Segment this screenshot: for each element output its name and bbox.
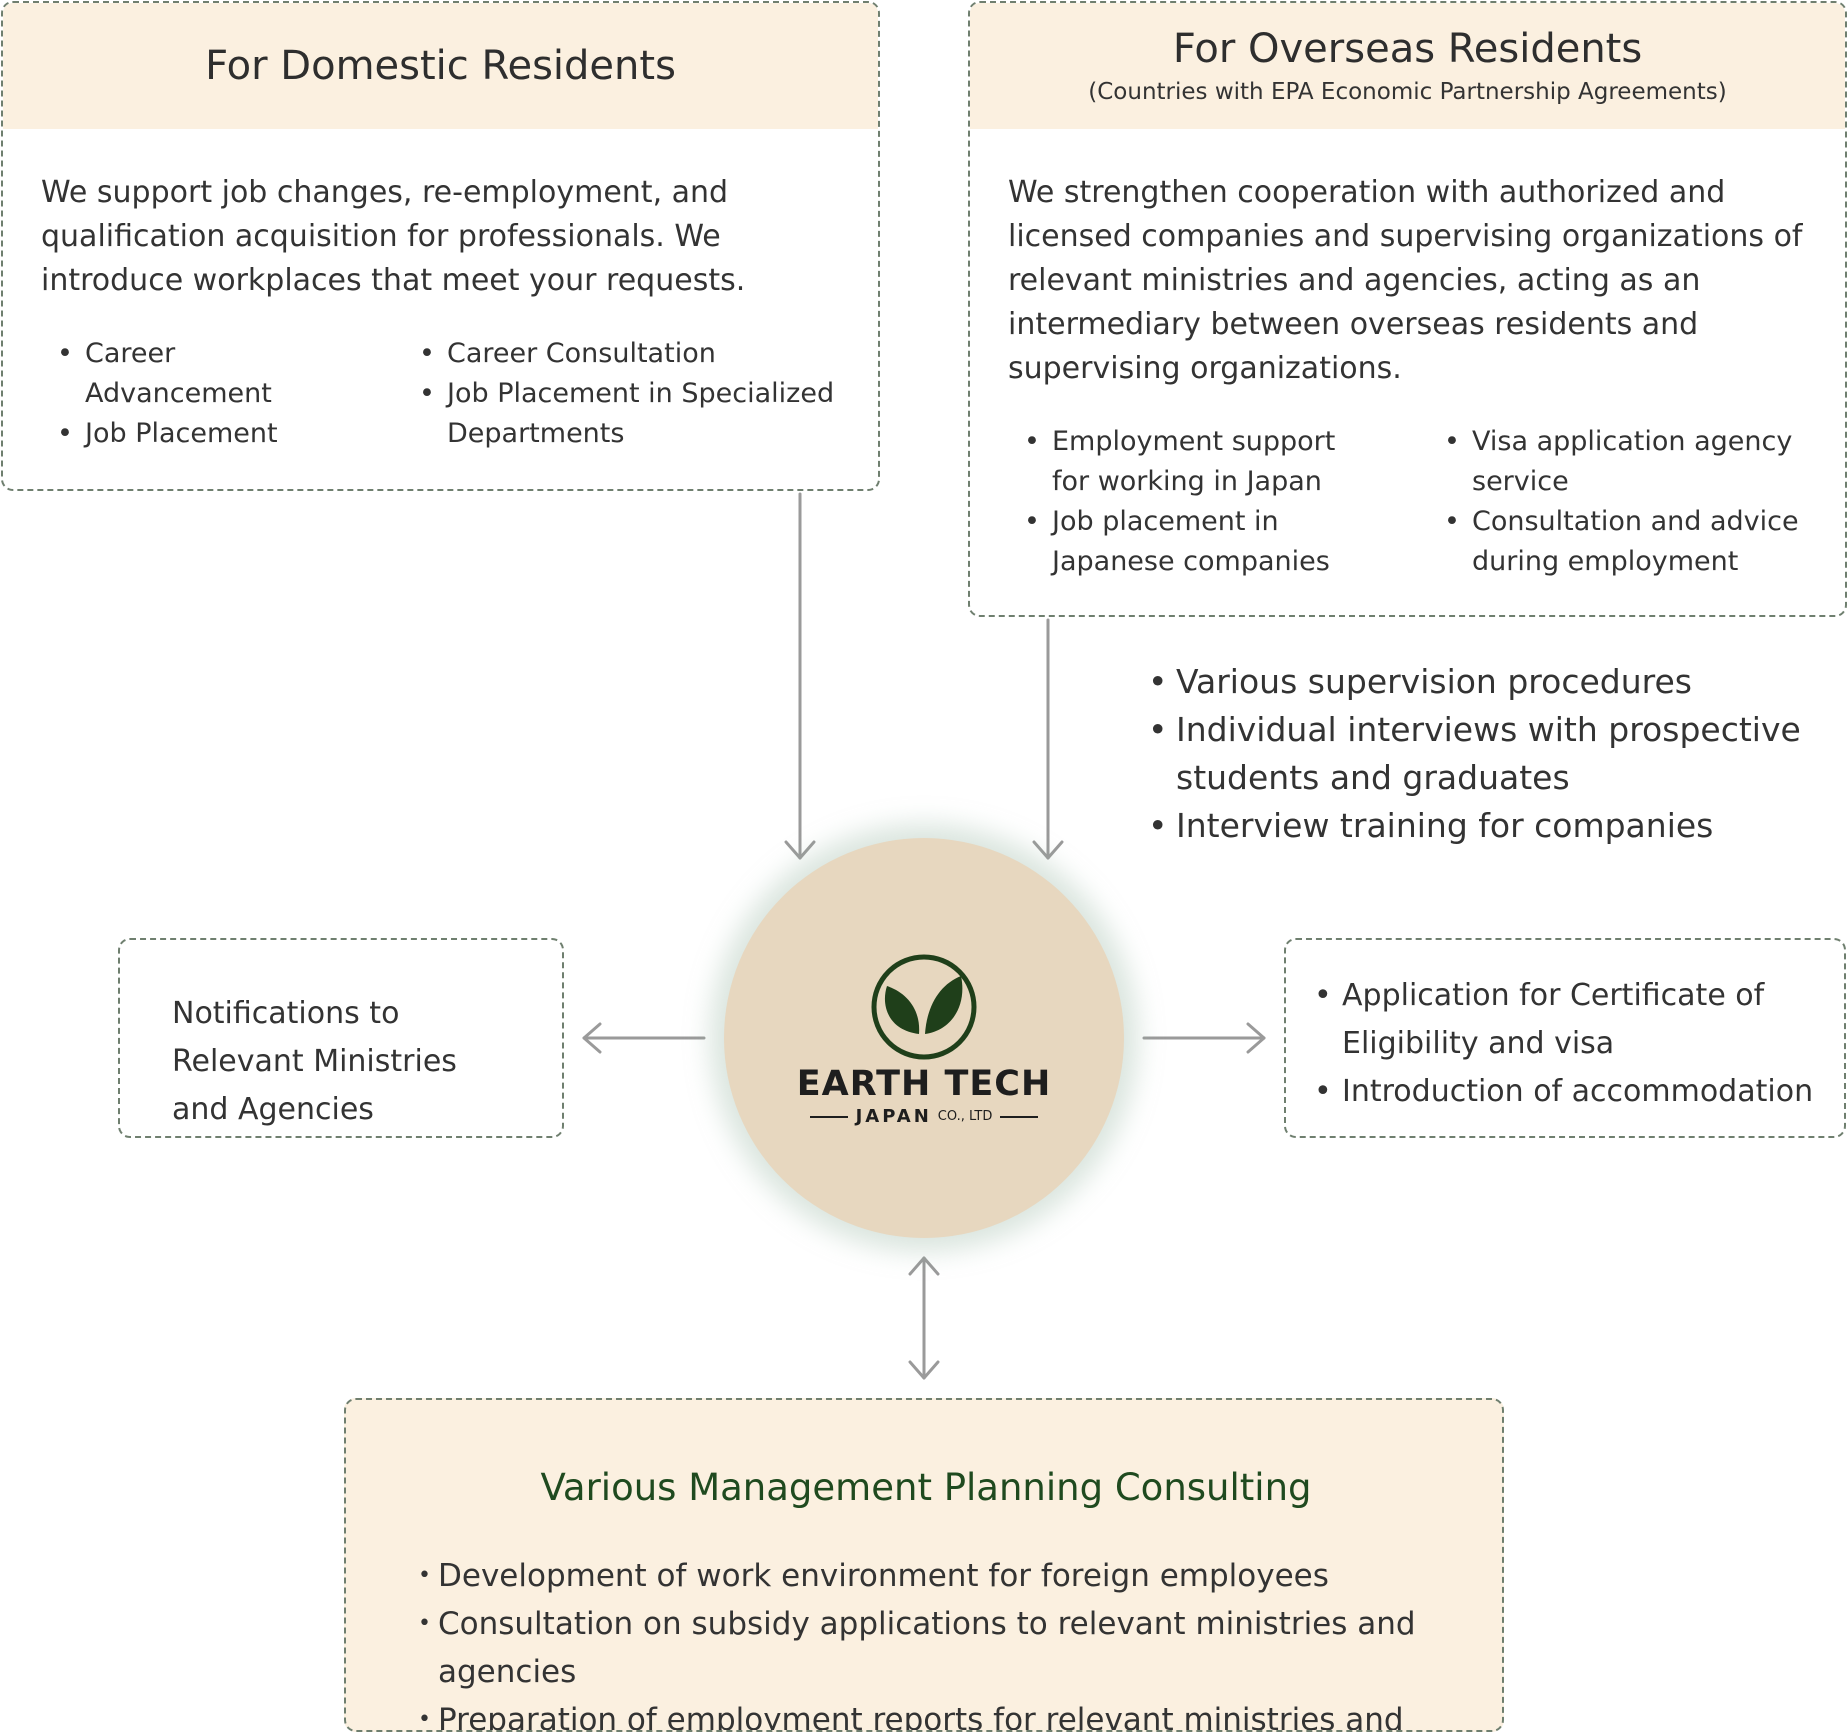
logo-rule-left xyxy=(809,1115,848,1118)
arrow-center-to-visa xyxy=(1142,1022,1266,1054)
supervision-list: Various supervision procedures Individua… xyxy=(1146,658,1826,850)
list-item: Visa application agency service xyxy=(1430,422,1810,502)
list-item: Job Placement xyxy=(43,414,363,454)
management-box: Various Management Planning Consulting D… xyxy=(344,1398,1504,1732)
overseas-residents-box: For Overseas Residents (Countries with E… xyxy=(968,1,1847,617)
list-item: Introduction of accommodation xyxy=(1312,1068,1842,1116)
list-item: Consultation on subsidy applications to … xyxy=(416,1600,1496,1696)
notifications-text: Notifications to Relevant Ministries and… xyxy=(172,996,457,1127)
management-list: Development of work environment for fore… xyxy=(416,1552,1496,1730)
overseas-list-right: Visa application agency service Consulta… xyxy=(1430,422,1810,582)
leaf-icon xyxy=(871,954,977,1060)
logo-rule-right xyxy=(1000,1115,1039,1118)
list-item: Job Placement in Specialized Departments xyxy=(405,374,845,454)
management-title: Various Management Planning Consulting xyxy=(540,1466,1312,1509)
list-item: Interview training for companies xyxy=(1146,802,1826,850)
arrow-center-management-bidirectional xyxy=(908,1256,940,1380)
logo-co-ltd: CO., LTD xyxy=(937,1109,993,1124)
logo-text: EARTH TECH JAPAN CO., LTD xyxy=(724,1064,1124,1127)
logo-subline: JAPAN CO., LTD xyxy=(724,1106,1124,1127)
domestic-list-left: Career Advancement Job Placement xyxy=(43,334,363,454)
list-item: Job placement in Japanese companies xyxy=(1010,502,1380,582)
overseas-subtitle: (Countries with EPA Economic Partnership… xyxy=(1088,79,1727,105)
notifications-box: Notifications to Relevant Ministries and… xyxy=(118,938,564,1138)
arrow-center-to-notifications xyxy=(582,1022,706,1054)
domestic-title: For Domestic Residents xyxy=(205,43,676,89)
list-item: Consultation and advice during employmen… xyxy=(1430,502,1810,582)
list-item: Employment support for working in Japan xyxy=(1010,422,1380,502)
visa-box: Application for Certificate of Eligibili… xyxy=(1284,938,1846,1138)
list-item: Career Advancement xyxy=(43,334,363,414)
domestic-header: For Domestic Residents xyxy=(3,3,878,129)
list-item: Preparation of employment reports for re… xyxy=(416,1696,1496,1730)
list-item: Career Consultation xyxy=(405,334,845,374)
overseas-list-left: Employment support for working in Japan … xyxy=(1010,422,1380,582)
list-item: Various supervision procedures xyxy=(1146,658,1826,706)
logo-japan: JAPAN xyxy=(855,1106,932,1127)
domestic-residents-box: For Domestic Residents We support job ch… xyxy=(1,1,880,491)
list-item: Development of work environment for fore… xyxy=(416,1552,1496,1600)
center-circle: EARTH TECH JAPAN CO., LTD xyxy=(724,838,1124,1238)
overseas-description: We strengthen cooperation with authorize… xyxy=(1008,175,1803,386)
visa-list: Application for Certificate of Eligibili… xyxy=(1312,972,1842,1116)
overseas-title: For Overseas Residents xyxy=(1172,26,1643,72)
list-item: Individual interviews with prospective s… xyxy=(1146,706,1826,802)
domestic-list-right: Career Consultation Job Placement in Spe… xyxy=(405,334,845,454)
arrow-domestic-to-center xyxy=(784,492,816,860)
list-item: Application for Certificate of Eligibili… xyxy=(1312,972,1842,1068)
domestic-description: We support job changes, re-employment, a… xyxy=(41,175,746,298)
logo-name: EARTH TECH xyxy=(796,1064,1052,1104)
arrow-overseas-to-center xyxy=(1032,618,1064,860)
overseas-header: For Overseas Residents (Countries with E… xyxy=(970,3,1845,129)
